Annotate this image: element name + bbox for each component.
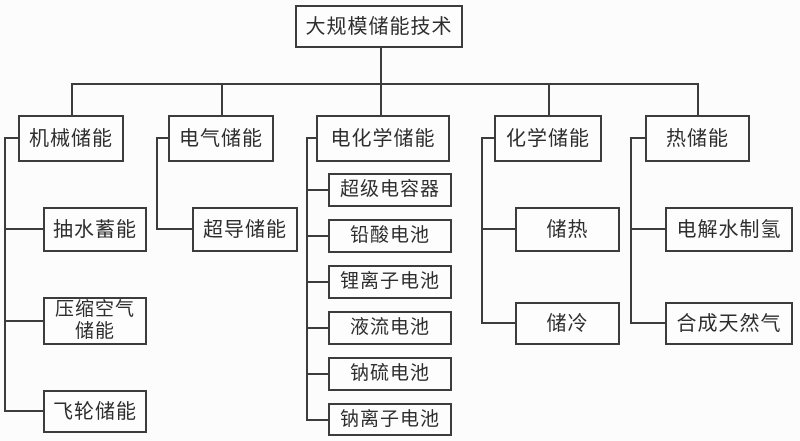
connector-line [71, 83, 699, 85]
node-mechanical-storage: 机械储能 [18, 115, 124, 162]
connector-line [4, 228, 44, 230]
node-heat-storage: 储热 [515, 207, 620, 252]
node-electrochemical-storage: 电化学储能 [316, 115, 450, 162]
node-water-electrolysis-hydrogen: 电解水制氢 [665, 207, 793, 252]
connector-line [306, 419, 330, 421]
node-compressed-air: 压缩空气 储能 [43, 297, 147, 345]
connector-line [380, 48, 382, 117]
node-flow-battery: 液流电池 [328, 311, 452, 345]
connector-line [630, 137, 647, 139]
connector-line [4, 410, 44, 412]
connector-line [630, 322, 667, 324]
connector-line [4, 137, 6, 412]
connector-line [306, 189, 330, 191]
connector-line [697, 83, 699, 115]
connector-line [306, 137, 308, 421]
connector-line [71, 83, 73, 115]
connector-line [156, 137, 170, 139]
node-cold-storage: 储冷 [515, 302, 620, 345]
connector-line [156, 228, 194, 230]
node-root: 大规模储能技术 [295, 5, 463, 48]
node-supercapacitor: 超级电容器 [328, 173, 452, 207]
node-pumped-hydro: 抽水蓄能 [43, 207, 147, 252]
connector-line [306, 327, 330, 329]
node-lead-acid-battery: 铅酸电池 [328, 219, 452, 253]
connector-line [306, 235, 330, 237]
connector-line [548, 83, 550, 115]
node-sodium-sulfur-battery: 钠硫电池 [328, 357, 452, 391]
connector-line [306, 281, 330, 283]
connector-line [221, 83, 223, 115]
node-lithium-ion-battery: 锂离子电池 [328, 265, 452, 299]
node-superconducting: 超导储能 [192, 207, 298, 252]
connector-line [481, 137, 496, 139]
connector-line [306, 137, 318, 139]
connector-line [630, 228, 667, 230]
node-chemical-storage: 化学储能 [494, 115, 602, 162]
node-flywheel: 飞轮储能 [43, 390, 147, 433]
node-electrical-storage: 电气储能 [168, 115, 274, 162]
connector-line [630, 137, 632, 324]
connector-line [4, 320, 44, 322]
node-synthetic-natural-gas: 合成天然气 [665, 302, 793, 345]
connector-line [481, 228, 517, 230]
connector-line [4, 137, 20, 139]
node-sodium-ion-battery: 钠离子电池 [328, 403, 452, 436]
connector-line [481, 322, 517, 324]
connector-line [306, 373, 330, 375]
node-thermal-storage: 热储能 [645, 115, 750, 162]
connector-line [481, 137, 483, 324]
connector-line [156, 137, 158, 230]
